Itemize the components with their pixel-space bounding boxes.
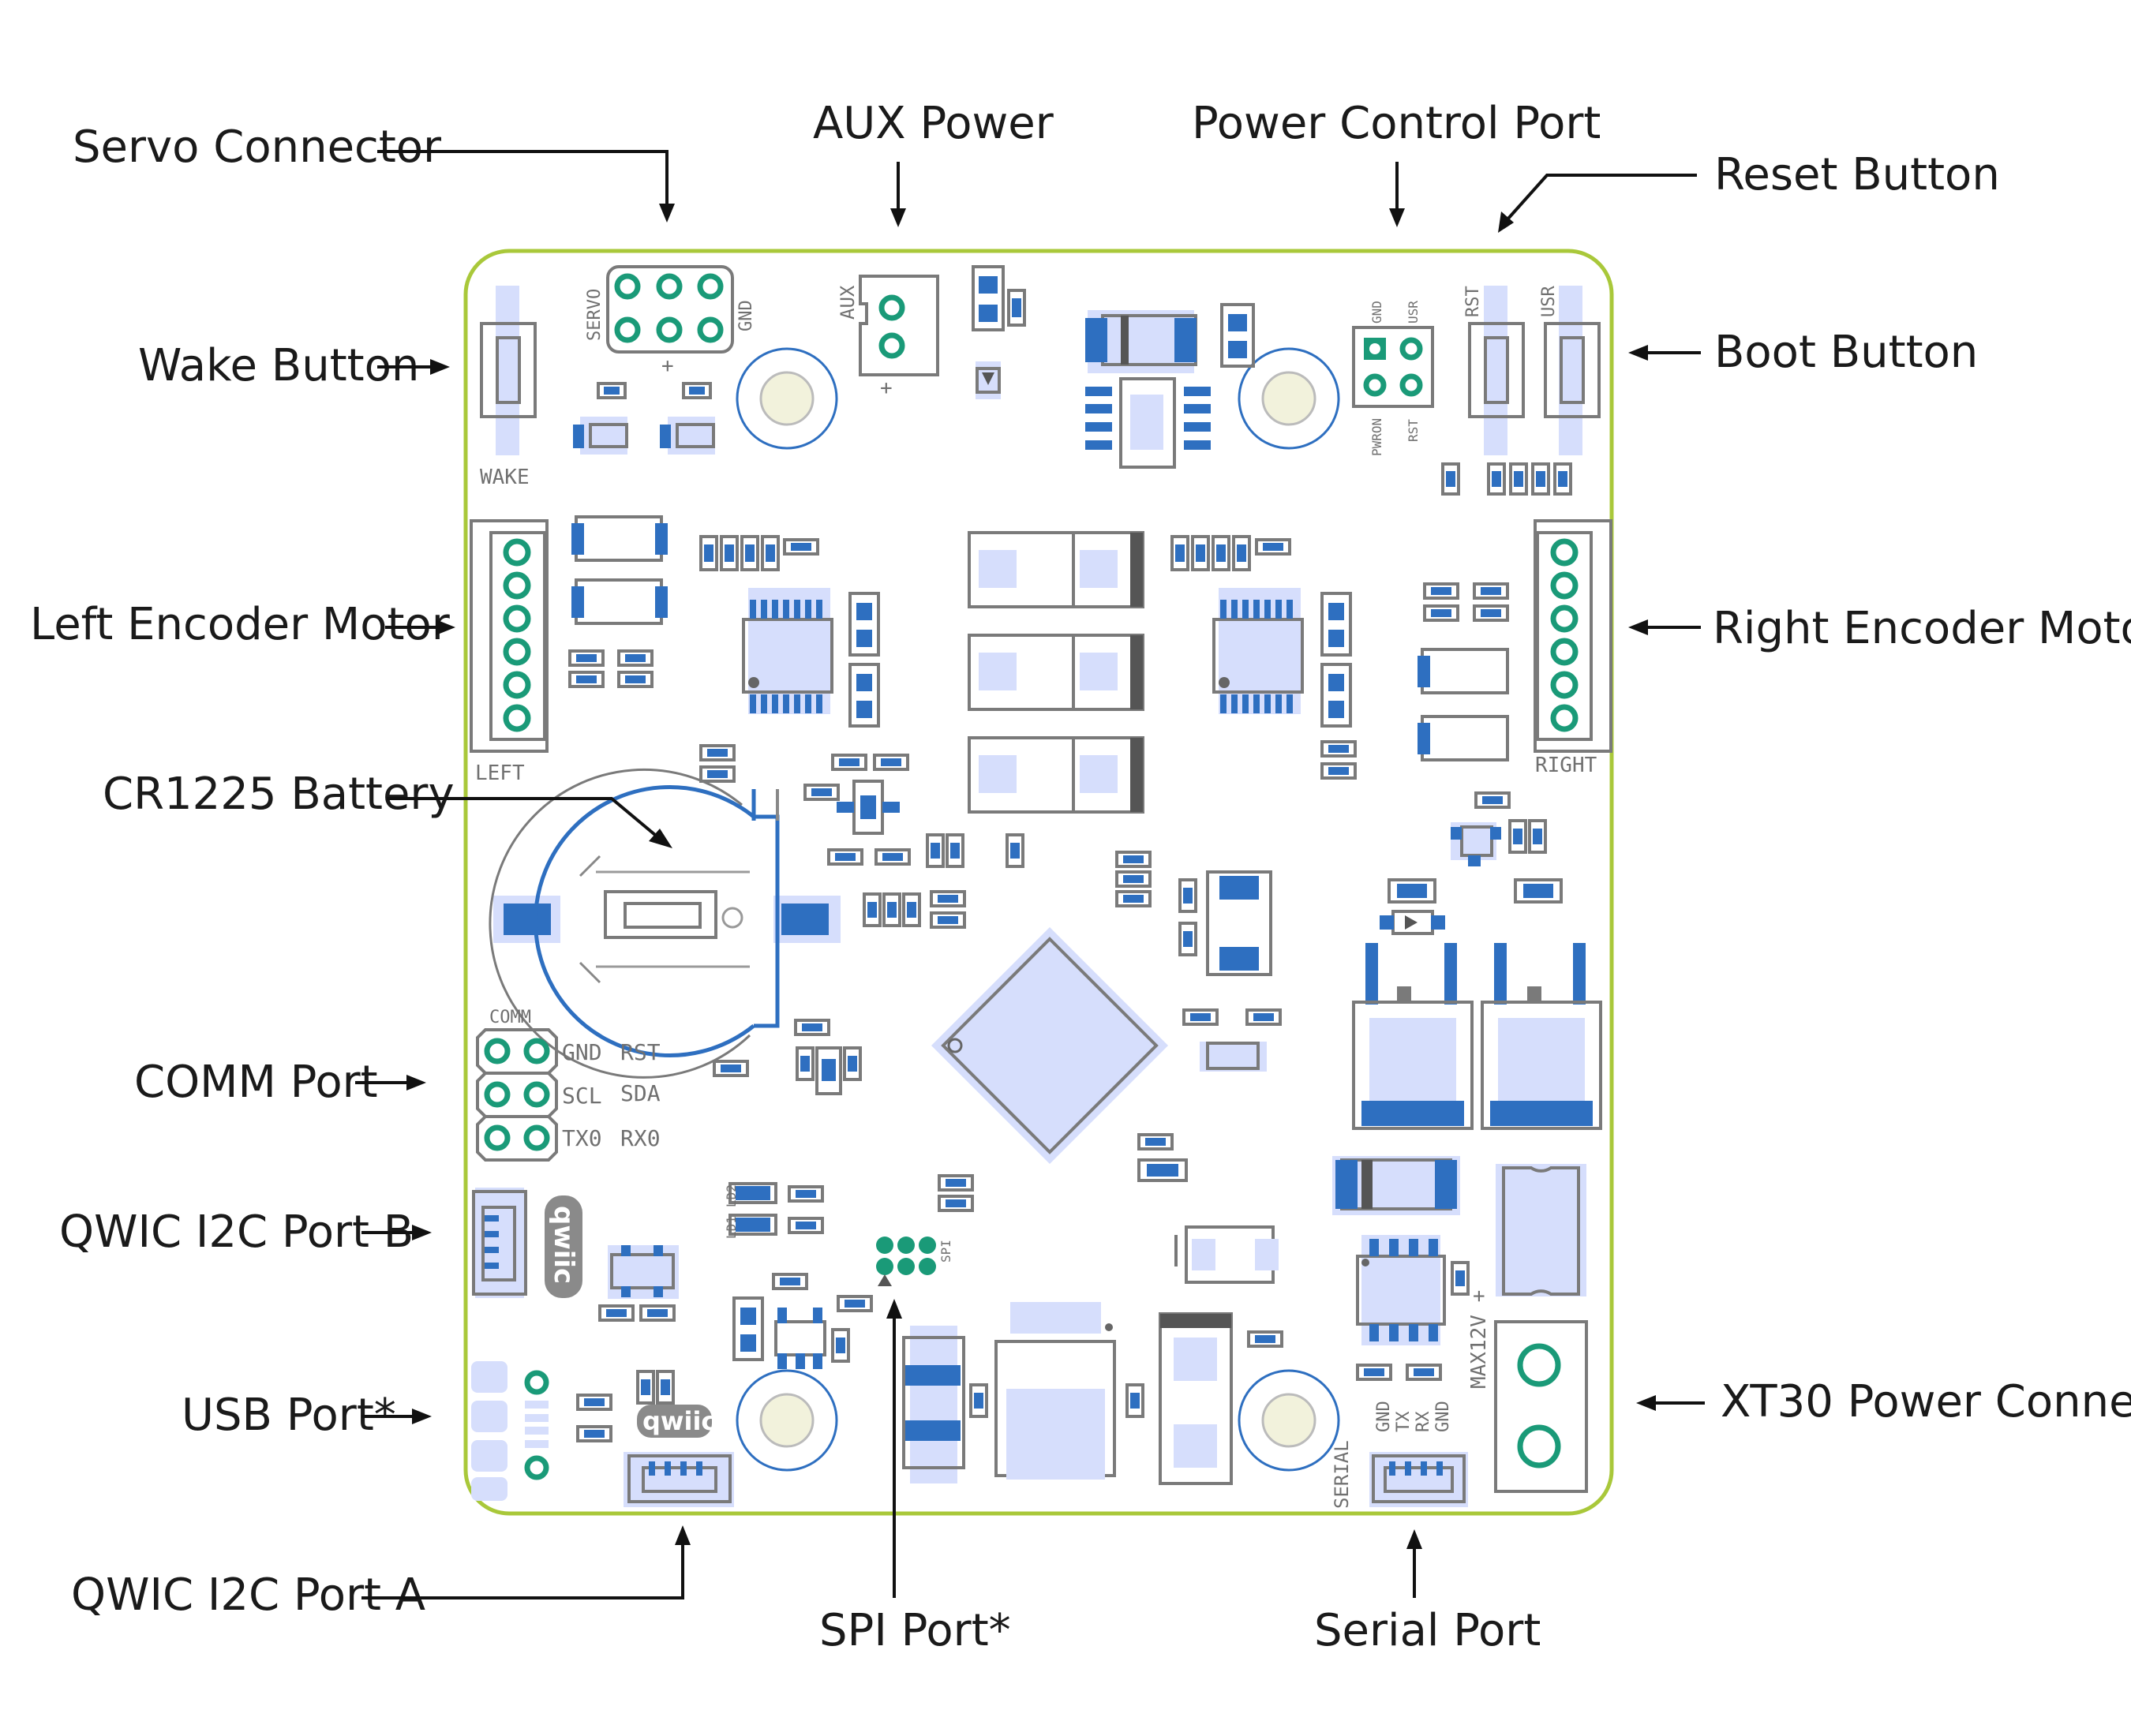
callout-xt30: XT30 Power Connector <box>1721 1376 2131 1427</box>
callout-right-encoder-motor: Right Encoder Motor <box>1713 603 2131 654</box>
callout-reset-button: Reset Button <box>1714 149 2000 200</box>
qwiic-port-a: qwiic <box>624 1405 734 1507</box>
callout-wake-button: Wake Button <box>138 340 419 391</box>
aux-power-connector: AUX + <box>837 275 939 400</box>
comm-rst-label: RST <box>620 1039 661 1065</box>
status-leds: LD2 LD1 <box>724 1182 824 1239</box>
callout-left-encoder-motor: Left Encoder Motor <box>30 599 451 650</box>
callout-qwic-a: QWIC I2C Port A <box>71 1570 425 1621</box>
qwiic-port-b: qwiic <box>472 1188 582 1298</box>
spi-label: SPI <box>938 1240 953 1263</box>
comm-scl-label: SCL <box>562 1083 602 1109</box>
pwc-gnd-label: GND <box>1369 301 1384 324</box>
ser-rx-label: RX <box>1414 1411 1433 1432</box>
top-right-smd <box>1441 462 1572 496</box>
serial-port: SERIAL GND TX RX GND <box>1331 1401 1468 1509</box>
ser-gnd2-label: GND <box>1433 1401 1453 1432</box>
aux-label: AUX <box>837 285 859 320</box>
right-label: RIGHT <box>1535 754 1597 777</box>
pwc-pwron-label: PWRON <box>1369 418 1384 456</box>
ser-gnd-label: GND <box>1374 1401 1394 1432</box>
wake-label: WAKE <box>480 466 530 489</box>
callout-boot-button: Boot Button <box>1714 327 1978 378</box>
callout-servo-connector: Servo Connector <box>73 122 442 173</box>
servo-gnd-label: GND <box>736 300 756 331</box>
callout-arrows <box>355 150 1705 1599</box>
right-motor-driver-ic <box>1170 535 1357 780</box>
qwiic-a-logo: qwiic <box>642 1406 716 1436</box>
aux-plus-label: + <box>880 376 893 400</box>
callout-qwic-b: QWIC I2C Port B <box>59 1207 414 1258</box>
ser-tx-label: TX <box>1394 1411 1414 1432</box>
callout-comm-port: COMM Port <box>134 1057 378 1108</box>
comm-gnd-label: GND <box>562 1039 602 1065</box>
max12v-label: MAX12V + <box>1467 1290 1491 1389</box>
left-motor-diodes <box>568 515 668 688</box>
rst-label: RST <box>1463 286 1483 317</box>
xt30-connector: MAX12V + <box>1467 1290 1588 1493</box>
misc-smd-parts <box>699 744 1282 1182</box>
left-label: LEFT <box>475 761 525 785</box>
callout-cr1225-battery: CR1225 Battery <box>103 769 455 820</box>
callout-usb-port: USB Port* <box>182 1390 396 1441</box>
qwiic-b-logo: qwiic <box>548 1206 579 1284</box>
comm-port: COMM GND RST SCL SDA TX0 RX0 <box>476 1008 661 1162</box>
bottom-center-components <box>902 1225 1283 1485</box>
aux-smd-parts <box>972 265 1026 399</box>
mounting-hole-3 <box>736 1369 838 1472</box>
servo-smd-parts <box>573 382 715 455</box>
left-motor-driver-ic <box>699 535 880 728</box>
comm-label: COMM <box>489 1008 531 1027</box>
usb-port <box>471 1361 549 1501</box>
mounting-hole-4 <box>1238 1369 1340 1472</box>
wake-button: WAKE <box>480 286 537 489</box>
callout-spi-port: SPI Port* <box>819 1605 1011 1656</box>
usr-label: USR <box>1539 286 1559 317</box>
reset-button: RST <box>1463 286 1525 455</box>
serial-label: SERIAL <box>1331 1440 1353 1509</box>
comm-rx0-label: RX0 <box>620 1125 661 1151</box>
comm-sda-label: SDA <box>620 1080 661 1106</box>
comm-tx0-label: TX0 <box>562 1125 602 1151</box>
pwc-usr-label: USR <box>1406 301 1421 324</box>
microcontroller <box>931 927 1168 1164</box>
power-ic <box>1085 303 1255 469</box>
servo-connector: SERVO GND + <box>585 265 756 378</box>
callout-aux-power: AUX Power <box>813 98 1054 149</box>
right-encoder-connector: RIGHT <box>1534 519 1612 777</box>
mounting-hole-2 <box>1238 347 1340 450</box>
boot-button: USR <box>1539 286 1601 455</box>
spi-header: SPI <box>876 1174 974 1286</box>
servo-plus-label: + <box>661 354 674 378</box>
servo-label: SERVO <box>585 289 605 341</box>
power-control-port: GND USR PWRON RST <box>1352 301 1434 456</box>
right-power-section <box>1332 791 1602 1381</box>
pwc-rst-label: RST <box>1406 419 1421 442</box>
callout-serial-port: Serial Port <box>1314 1605 1541 1656</box>
callout-power-control-port: Power Control Port <box>1192 98 1601 149</box>
ld2-label: LD2 <box>724 1184 739 1207</box>
center-mosfets <box>968 531 1144 814</box>
cr1225-battery-holder <box>489 768 841 1079</box>
left-encoder-connector: LEFT <box>470 519 549 785</box>
bottom-left-smd <box>576 1245 873 1442</box>
mounting-hole-1 <box>736 347 838 450</box>
ld1-label: LD1 <box>724 1216 739 1239</box>
right-motor-diodes <box>1418 582 1509 761</box>
